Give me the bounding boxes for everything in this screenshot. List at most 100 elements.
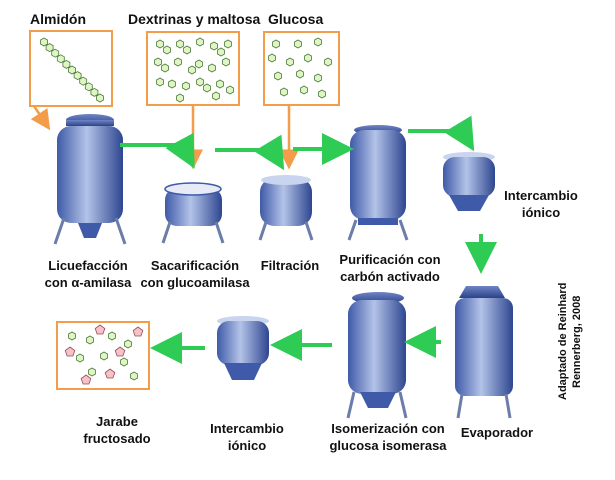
vessel-isomerizacion [346,292,408,419]
label-evaporador: Evaporador [461,425,533,440]
label-licuefaccion-2: con α-amilasa [45,275,133,290]
glucosa-title: Glucosa [268,11,323,27]
fructose-unit [64,346,76,357]
glucose-unit [272,39,280,49]
label-jarabe-2: fructosado [83,431,150,446]
label-purificacion-1: Purificación con [339,252,440,267]
credit: Adaptado de Reinhard Rennerberg, 2008 [557,283,583,400]
glucose-unit [62,59,71,69]
glucose-unit [314,73,322,83]
glucose-unit [286,57,294,67]
dextrin-unit [222,57,230,67]
glucose-unit [108,331,116,341]
fructose-syrup-molecules [64,324,144,385]
credit-line-1: Adaptado de Reinhard [557,283,569,400]
dextrin-unit [203,83,211,93]
dextrinas-title: Dextrinas y maltosa [128,11,260,27]
glucose-unit [56,54,65,64]
glucose-unit [268,53,276,63]
vessel-licuefaccion [53,114,127,245]
label-isomerizacion-2: glucosa isomerasa [329,438,447,453]
glucose-unit [294,39,302,49]
fructose-unit [94,324,106,335]
dextrin-unit [210,41,218,51]
glucose-unit [76,353,84,363]
label-intercambio2-2: iónico [228,438,266,453]
flow-arrow-sacarificacion-filtracion [215,134,285,171]
glucose-molecules [268,37,332,99]
vessel-intercambio-1 [443,152,495,211]
callout-arrow-almidon [30,105,51,131]
label-sacarificacion-1: Sacarificación [151,258,239,273]
glucose-unit [40,37,48,47]
label-intercambio2-1: Intercambio [210,421,284,436]
dextrin-unit [217,47,225,57]
dextrin-unit [156,77,164,87]
dextrin-unit [156,39,164,49]
dextrin-unit [154,57,162,67]
dextrin-unit [212,91,220,101]
dextrin-unit [216,79,224,89]
glucose-unit [300,85,308,95]
dextrin-unit [163,45,171,55]
glucose-unit [68,65,76,75]
glucose-unit [84,82,93,92]
label-filtracion: Filtración [261,258,320,273]
dextrin-unit [176,39,184,49]
glucose-unit [130,371,138,381]
dextrin-unit [196,37,204,47]
glucose-unit [280,87,288,97]
fructose-unit [80,374,92,385]
flow-arrows [120,115,497,364]
box-jarabe [56,321,150,390]
glucose-unit [100,351,108,361]
flow-arrow-purificacion-intercambio [408,115,475,152]
vessel-intercambio-2 [217,316,269,380]
vessel-purificacion [347,125,409,241]
vessel-filtracion [258,175,314,241]
dextrin-unit [196,77,204,87]
glucose-unit [68,331,76,341]
starch-chain-molecules [40,37,104,103]
fructose-unit [104,368,116,379]
dextrin-unit [182,81,190,91]
glucose-unit [73,71,82,81]
step-labels: Licuefacción con α-amilasa Sacarificació… [45,188,578,453]
dextrin-unit [183,45,191,55]
glucose-unit [274,71,282,81]
glucose-unit [96,93,104,103]
label-licuefaccion-1: Licuefacción [48,258,128,273]
dextrin-unit [161,63,169,73]
box-almidon [29,30,113,107]
dextrin-molecules [154,37,234,103]
label-sacarificacion-2: con glucoamilasa [140,275,250,290]
label-intercambio1-1: Intercambio [504,188,578,203]
dextrin-unit [195,59,203,69]
glucose-unit [314,37,322,47]
glucose-unit [296,69,304,79]
vessel-sacarificacion [161,182,225,244]
dextrin-unit [176,93,184,103]
almidon-title: Almidón [30,11,86,27]
fructose-unit [114,346,126,357]
vessel-evaporador [455,286,513,419]
box-dextrinas [146,31,240,106]
label-isomerizacion-1: Isomerización con [331,421,444,436]
label-intercambio1-2: iónico [522,205,560,220]
label-purificacion-2: carbón activado [340,269,440,284]
glucose-unit [88,367,96,377]
credit-line-2: Rennerberg, 2008 [571,296,583,388]
glucose-unit [318,89,326,99]
glucose-unit [124,339,132,349]
glucose-unit [79,76,88,86]
dextrin-unit [208,63,216,73]
dextrin-unit [226,85,234,95]
glucose-unit [120,357,128,367]
glucose-unit [324,57,332,67]
glucose-unit [304,53,312,63]
glucose-unit [90,87,99,97]
dextrin-unit [188,65,196,75]
glucose-unit [51,48,60,58]
label-jarabe-1: Jarabe [96,414,138,429]
